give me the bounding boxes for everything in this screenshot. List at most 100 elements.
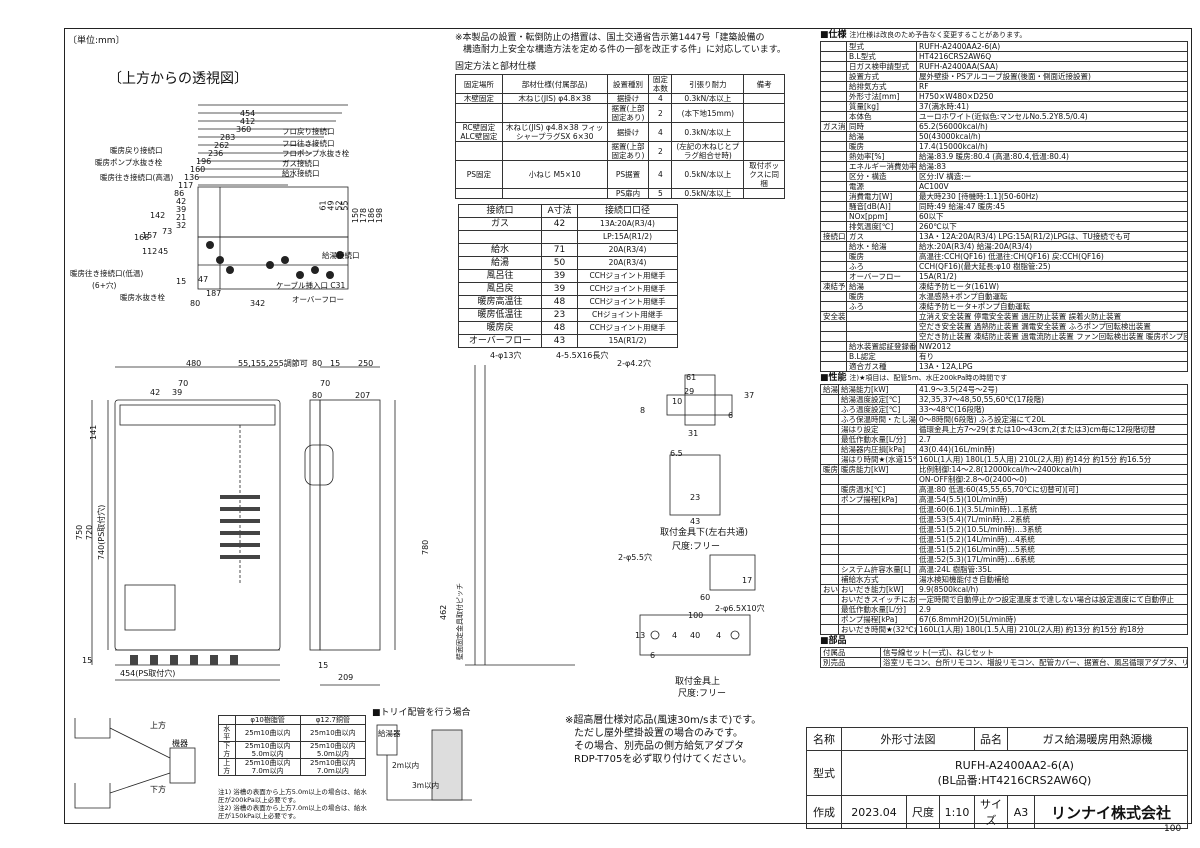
perf-cell [820,394,839,405]
fix-cell [743,188,785,199]
fix-cell [743,93,785,104]
spec-row: 凍結予防方法給湯凍結予防ヒータ(161W) [820,281,1188,292]
spec-cell: ユーロホワイト(近似色:マンセルNo.5.2Y8.5/0.4) [916,111,1188,122]
side-view-dim: 15 [318,661,329,670]
spec-row: 暖房高温往:CCH(QF16) 低温往:CH(QF16) 戻:CCH(QF16) [820,251,1188,262]
spec-row: 安全装置立消え安全装置 停電安全装置 過圧防止装置 誤着火防止装置 [820,311,1188,322]
bracket2-scale: 尺度:フリー [678,689,727,699]
top-view-dim-lines [198,104,348,186]
perf-row: ポンプ揚程[kPa]67(6.8mmH2O)(5L/min時) [820,614,1188,625]
bracket2-dim: 60 [700,593,711,602]
tb-scale-value: 1:10 [939,795,975,829]
top-view-dim: 187 [206,289,222,298]
perf-cell: 暖房 [820,464,839,475]
spec-cell: 17.4(15000kcal/h) [916,141,1188,152]
conn-cell: 給水 [457,243,543,257]
bracket-dim: 4-φ13穴 [490,351,522,360]
front-view-dim: 70 [178,379,189,388]
top-view-callout-left: 暖房往き接続口(高温) [100,173,174,182]
spec-cell [846,311,917,322]
spec-cell [820,351,847,362]
spec-cell [820,341,847,352]
perf-cell: 32,35,37〜48,50,55,60℃(17段階) [916,394,1188,405]
perf-note: 注)★項目は、配管5m、水圧200kPa時の時間です [849,374,1008,382]
top-view-dim: 86 [174,189,185,198]
spec-cell: 電源 [846,181,917,192]
perf-cell: 暖房温水[℃] [838,484,917,495]
spec-cell: 高温往:CCH(QF16) 低温往:CH(QF16) 戻:CCH(QF16) [916,251,1188,262]
fix-cell: 木壁固定 [455,93,503,104]
spec-cell: 同時 [846,121,917,132]
conn-cell: 暖房低温往 [457,308,543,322]
drawing-frame [64,28,1192,824]
top-view-title: 〔上方からの透視図〕 [108,71,248,87]
fix-cell: PS扉内 [606,188,650,199]
perf-cell: 低温:51(5.2)(16L/min時)…5系統 [916,544,1188,555]
bottom-note-3: その場合、別売品の側方給気アダプタ [574,741,744,752]
perf-cell: 循環金具上方7〜29(または10〜43cm,2(または3)cm毎に12段階切替 [916,424,1188,435]
fix-cell [455,141,503,161]
side-view-dim: 80 [312,359,323,368]
perf-cell: 低温:51(5.2)(10.5L/min時)…3系統 [916,524,1188,535]
trap-title: ■トリイ配管を行う場合 [372,708,471,718]
top-view-dim: 47 [198,275,209,284]
spec-cell: 凍結予防ヒータ(161W) [916,281,1188,292]
perf-cell: 最低作動水量[L/分] [838,434,917,445]
pipe-cell: 水平 [218,724,236,742]
fix-cell [501,103,608,123]
fix-cell: PS固定 [455,160,503,189]
conn-cell: 13A:20A(R3/4) [577,217,678,231]
bracket-dim: 6.5 [670,449,683,458]
side-view-dim: 209 [338,673,354,682]
perf-cell: 補給水方式 [838,574,917,585]
trap-label: 2m以内 [392,761,420,770]
spec-cell: 60以下 [916,211,1188,222]
spec-cell [820,171,847,182]
spec-row: 給水・給湯給水:20A(R3/4) 給湯:20A(R3/4) [820,241,1188,252]
bottom-note-4: RDP-T705を必ず取り付けてください。 [574,754,753,765]
side-view-dim: 70 [320,379,331,388]
fix-method-table: 固定場所部材仕様(付属部品)設置種別固定本数引張り耐力備考 木壁固定木ねじ(JI… [455,74,785,199]
spec-cell [820,331,847,342]
bracket-scale: 尺度:フリー [672,542,721,552]
top-view-dim: 454 [240,109,256,118]
spec-cell [820,131,847,142]
perf-row: 給湯温度設定[℃]32,35,37〜48,50,55,60℃(17段階) [820,394,1188,405]
conn-cell: 風呂戻 [457,282,543,296]
bracket-dim: 61 [686,373,697,382]
front-view-dim: 15 [82,656,93,665]
top-view-callout-right: フロ往き接続口 [282,139,335,148]
spec-row: 熱効率[%]給湯:83.9 暖房:80.4 (高温:80.4,低温:80.4) [820,151,1188,162]
connector-circle [226,266,234,274]
connector-circle [206,241,214,249]
spec-cell: 排気温度[℃] [846,221,917,232]
perf-row: 低温:53(5.4)(7L/min時)…2系統 [820,514,1188,525]
top-view-dim: 15 [176,277,187,286]
bracket2-dim: 6 [650,651,656,660]
perf-cell [838,474,917,485]
conn-cell: LP:15A(R1/2) [577,230,678,244]
connector-circle [326,271,334,279]
perf-cell: 41.9〜3.5(24号〜2号) [916,384,1188,395]
spec-cell: 給排気方式 [846,81,917,92]
spec-cell [820,271,847,282]
top-view-callout-right: 給湯接続口 [322,251,360,260]
spec-cell: NOx[ppm] [846,211,917,222]
spec-cell: ガス消費量[kW] [820,121,847,132]
spec-cell [820,61,847,72]
front-view-dim: 454(PS取付穴) [120,669,176,678]
side-view-dim: 207 [355,391,371,400]
perf-cell: 2.7 [916,434,1188,445]
perf-cell: 2.9 [916,604,1188,615]
conn-cell: ガス [457,217,543,231]
fix-header: 固定本数 [648,74,673,94]
spec-cell [820,151,847,162]
pipe-note-2: 注2) 浴槽の表面から上方7.0m以上の場合は、給水圧が150kPa以上必要です… [218,804,367,820]
bracket-dim: 37 [744,391,755,400]
